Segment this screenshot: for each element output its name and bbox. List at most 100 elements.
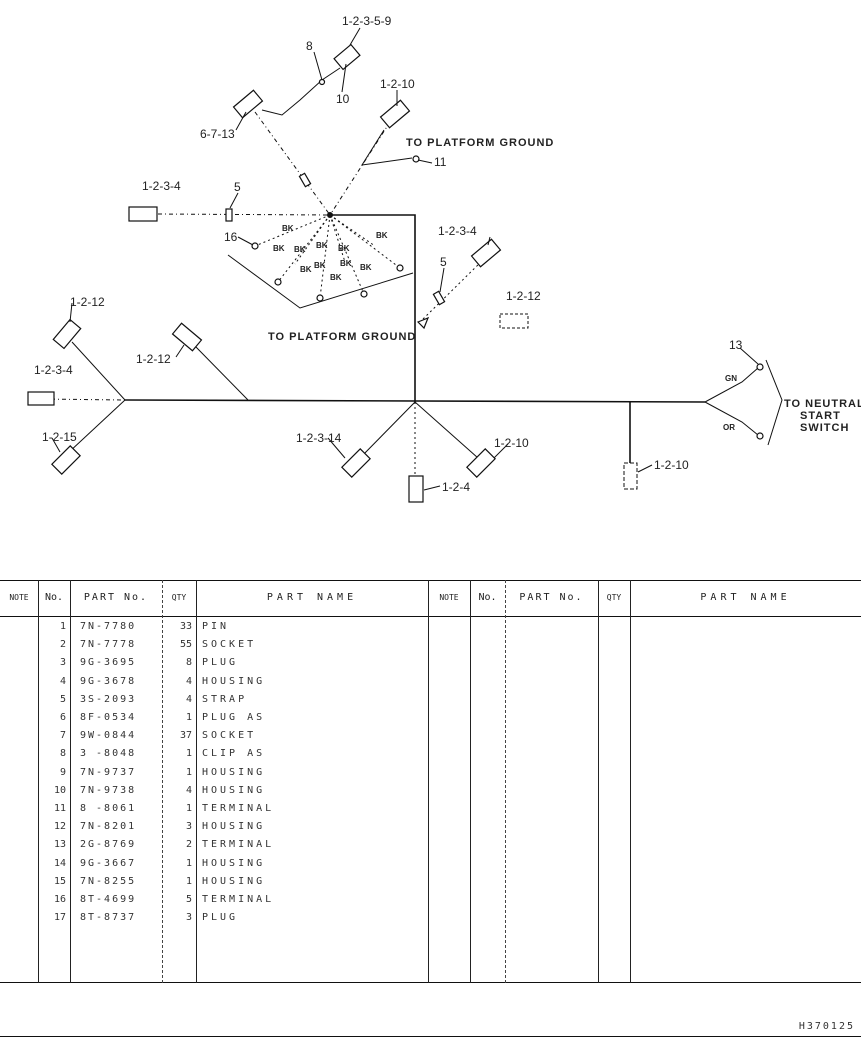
caption-neutral-2: START <box>800 410 841 422</box>
wire-to-connector-6713 <box>254 111 331 216</box>
row-qty: 1 <box>185 748 192 760</box>
row-part-no: 7N-8201 <box>80 821 137 833</box>
parts-table: NOTE No. PART No. QTY PART NAME NOTE No.… <box>0 580 861 984</box>
row-part-no: 8T-4699 <box>80 894 137 905</box>
row-qty: 1 <box>185 857 192 869</box>
row-part-name: HOUSING <box>202 675 266 687</box>
row-part-no: 2G-8769 <box>80 839 137 851</box>
callout-1212-a: 1-2-12 <box>70 295 105 309</box>
caption-neutral-1: TO NEUTRAL <box>784 398 861 410</box>
wire-color-bk-10: BK <box>330 273 342 282</box>
connector-housing-1210-right <box>623 462 638 490</box>
row-qty: 3 <box>185 821 192 833</box>
callout-12359: 1-2-3-5-9 <box>342 14 392 28</box>
table-row: 10 7N-9738 4 HOUSING <box>0 782 428 800</box>
wire-to-left-housing-1234 <box>157 213 331 216</box>
harness-diagram: 1-2-3-5-9 8 10 6-7-13 1-2-10 11 1-2-3-4 … <box>27 14 861 503</box>
row-qty: 5 <box>185 894 192 905</box>
row-qty: 8 <box>185 657 192 669</box>
wire-to-right-housing-1234 <box>419 257 486 323</box>
wire-color-bk-11: BK <box>360 263 372 272</box>
row-no: 2 <box>59 639 66 651</box>
row-no: 10 <box>53 784 66 796</box>
row-no: 17 <box>53 912 66 924</box>
ground-fan <box>227 212 414 309</box>
caption-neutral-3: SWITCH <box>800 422 849 434</box>
header-qty: QTY <box>171 593 187 602</box>
callout-12314: 1-2-3-14 <box>296 431 342 445</box>
connector-housing-1234-far <box>27 391 55 406</box>
leader-lines <box>51 27 759 491</box>
row-part-name: TERMINAL <box>202 803 275 814</box>
row-no: 8 <box>59 748 66 760</box>
row-part-name: HOUSING <box>202 784 266 796</box>
row-part-name: PLUG <box>202 657 239 669</box>
row-part-name: HOUSING <box>202 766 266 778</box>
row-part-no: 8F-0534 <box>80 712 137 723</box>
header-part-name: PART NAME <box>266 592 358 603</box>
strap-5-left <box>225 208 233 222</box>
row-part-no: 7N-9738 <box>80 784 137 796</box>
row-part-name: PIN <box>202 621 230 632</box>
neutral-switch-wire-or <box>704 401 759 436</box>
row-part-no: 8 -8061 <box>80 803 137 814</box>
row-part-name: TERMINAL <box>202 839 275 851</box>
row-no: 5 <box>59 693 66 705</box>
riser-wire <box>330 214 416 402</box>
wire-color-bk-4: BK <box>316 241 328 250</box>
row-part-no: 7N-8255 <box>80 875 137 887</box>
wire-color-bk-6: BK <box>376 231 388 240</box>
callout-1212-b: 1-2-12 <box>136 352 171 366</box>
row-no: 15 <box>53 875 66 887</box>
row-part-name: SOCKET <box>202 639 257 651</box>
callout-1210-top: 1-2-10 <box>380 77 415 91</box>
connector-housing-1212-center <box>171 322 203 352</box>
header-note: NOTE <box>9 593 29 602</box>
callout-11: 11 <box>434 155 447 169</box>
connector-housing-6713 <box>232 89 264 119</box>
row-part-name: STRAP <box>202 693 248 705</box>
wire-to-connector-12314 <box>359 401 416 459</box>
row-part-no: 3S-2093 <box>80 693 137 705</box>
row-no: 9 <box>59 766 66 778</box>
wire-color-or: OR <box>723 423 735 432</box>
row-qty: 1 <box>185 875 192 887</box>
row-no: 6 <box>59 712 66 723</box>
wire-to-connector-1210-mid <box>414 401 479 459</box>
row-qty: 55 <box>179 639 192 651</box>
wire-color-bk-7: BK <box>300 265 312 274</box>
row-qty: 1 <box>185 766 192 778</box>
row-part-no: 9G-3667 <box>80 857 137 869</box>
callout-5-right: 5 <box>440 255 447 269</box>
row-part-no: 7N-7778 <box>80 639 137 651</box>
connector-housing-1234-right <box>470 238 502 268</box>
connector-housing-1215 <box>51 445 81 475</box>
header-qty-right: QTY <box>606 593 622 602</box>
callout-6713: 6-7-13 <box>200 127 235 141</box>
header-no: No. <box>44 592 64 603</box>
row-qty: 4 <box>185 675 192 687</box>
row-qty: 4 <box>185 784 192 796</box>
wire-to-connector-1210 <box>329 121 391 216</box>
row-no: 14 <box>53 857 66 869</box>
header-part-name-right: PART NAME <box>700 592 791 603</box>
row-part-no: 7N-9737 <box>80 766 137 778</box>
row-qty: 37 <box>179 730 192 742</box>
wire-color-bk-3: BK <box>294 245 306 254</box>
table-row: 2 7N-7778 55 SOCKET <box>0 636 428 654</box>
wire-color-gn: GN <box>725 374 737 383</box>
callout-8: 8 <box>306 39 313 53</box>
row-no: 12 <box>53 821 66 833</box>
row-part-name: HOUSING <box>202 875 266 887</box>
